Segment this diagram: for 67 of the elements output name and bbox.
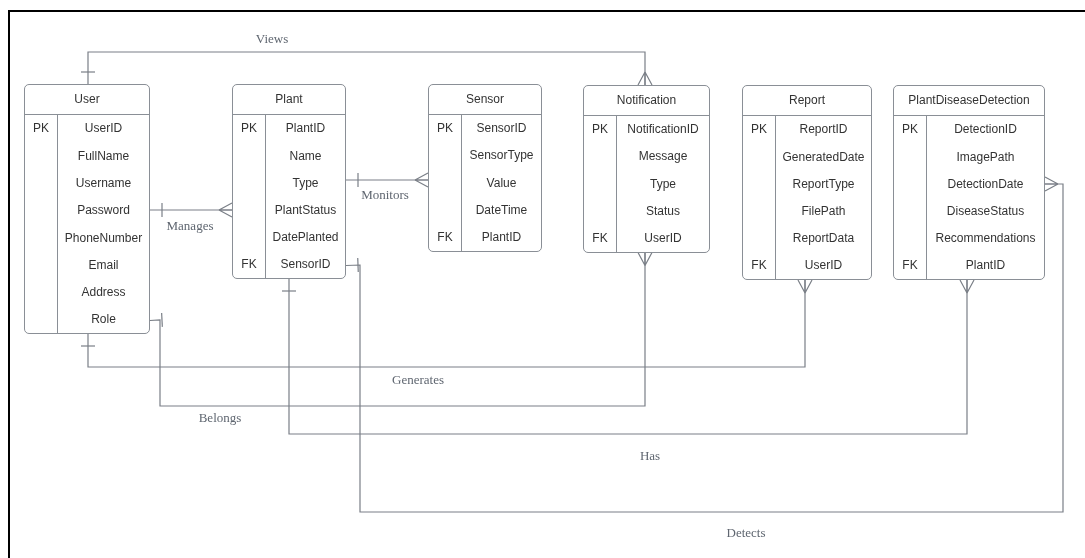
key-label: PK bbox=[592, 122, 608, 137]
key-label: FK bbox=[592, 230, 608, 245]
attribute-name: DiseaseStatus bbox=[946, 203, 1025, 218]
attribute-name: DetectionID bbox=[954, 122, 1017, 137]
attribute-name: ReportData bbox=[792, 231, 855, 246]
key-label: PK bbox=[241, 121, 257, 136]
entity-title: Notification bbox=[616, 93, 677, 108]
attribute-name: DateTime bbox=[475, 202, 528, 217]
entity-title: PlantDiseaseDetection bbox=[908, 93, 1030, 108]
attribute-name: PlantStatus bbox=[274, 202, 337, 217]
relationship-line bbox=[281, 278, 975, 435]
entity-table bbox=[232, 84, 346, 279]
attribute-name: Username bbox=[75, 175, 132, 190]
attribute-name: PlantID bbox=[965, 258, 1006, 273]
attribute-name: PhoneNumber bbox=[64, 230, 143, 245]
attribute-name: Email bbox=[88, 257, 119, 272]
key-label: PK bbox=[33, 121, 49, 136]
entity-table bbox=[893, 85, 1045, 280]
attribute-name: FilePath bbox=[801, 203, 846, 218]
key-label: FK bbox=[902, 258, 918, 273]
entity-title: Plant bbox=[275, 92, 303, 107]
attribute-name: PlantID bbox=[285, 121, 326, 136]
entity-title: User bbox=[74, 92, 100, 107]
attribute-name: NotificationID bbox=[627, 122, 699, 137]
entity-table bbox=[428, 84, 542, 252]
attribute-name: ReportType bbox=[792, 176, 855, 191]
key-label: FK bbox=[437, 229, 453, 244]
key-label: FK bbox=[241, 257, 257, 272]
relationship-line bbox=[345, 172, 429, 188]
attribute-name: Name bbox=[289, 148, 322, 163]
entity-title: Report bbox=[789, 93, 825, 108]
attribute-name: Password bbox=[77, 203, 130, 218]
relationship-line bbox=[149, 202, 233, 218]
attribute-name: Status bbox=[646, 203, 680, 218]
attribute-name: DatePlanted bbox=[272, 230, 339, 245]
attribute-name: DetectionDate bbox=[947, 176, 1024, 191]
attribute-name: SensorID bbox=[280, 257, 331, 272]
attribute-name: SensorType bbox=[469, 148, 534, 163]
attribute-name: SensorID bbox=[476, 121, 527, 136]
entity-table bbox=[583, 85, 710, 253]
key-label: PK bbox=[437, 121, 453, 136]
attribute-name: UserID bbox=[644, 230, 682, 245]
attribute-name: Type bbox=[650, 176, 676, 191]
attribute-name: Type bbox=[292, 175, 319, 190]
attribute-name: Recommendations bbox=[935, 231, 1036, 246]
relationship-line bbox=[80, 51, 653, 86]
relationship-line bbox=[80, 279, 813, 368]
edge-label: Belongs bbox=[196, 410, 244, 426]
entity-table bbox=[24, 84, 150, 334]
attribute-name: ReportID bbox=[799, 122, 848, 137]
relationship-line bbox=[345, 176, 1064, 513]
entity-table bbox=[742, 85, 872, 280]
attribute-name: Message bbox=[638, 149, 688, 164]
key-label: PK bbox=[902, 122, 918, 137]
key-label: PK bbox=[751, 122, 767, 137]
relationship-line bbox=[149, 251, 653, 407]
attribute-name: Address bbox=[81, 285, 126, 300]
attribute-name: UserID bbox=[84, 121, 123, 136]
attribute-name: Role bbox=[91, 312, 116, 327]
key-label: FK bbox=[751, 258, 767, 273]
attribute-name: FullName bbox=[77, 148, 130, 163]
attribute-name: Value bbox=[486, 175, 517, 190]
attribute-name: PlantID bbox=[481, 229, 522, 244]
attribute-name: ImagePath bbox=[956, 149, 1015, 164]
entity-title: Sensor bbox=[466, 92, 504, 107]
attribute-name: UserID bbox=[804, 258, 843, 273]
attribute-name: GeneratedDate bbox=[782, 149, 865, 164]
